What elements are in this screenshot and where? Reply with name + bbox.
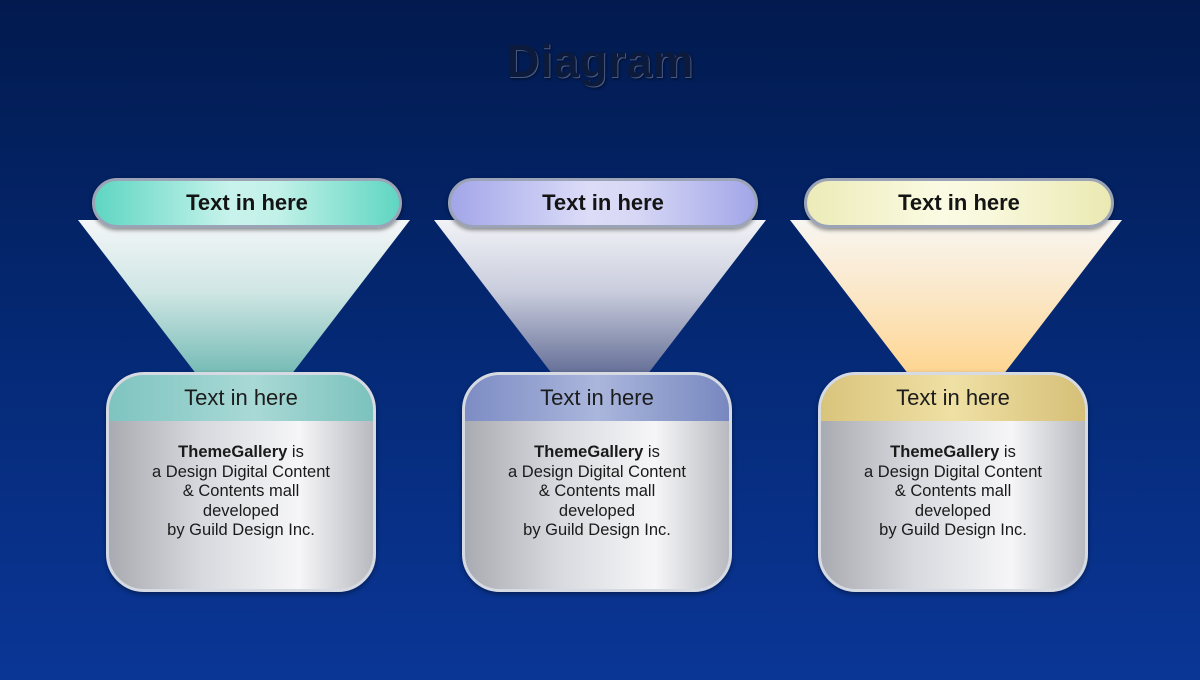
card-brand: ThemeGallery — [178, 443, 288, 461]
funnel-shape — [434, 220, 766, 380]
card-body: ThemeGallery is a Design Digital Content… — [109, 421, 373, 541]
card-title: Text in here — [465, 375, 729, 421]
card-text-line: developed — [914, 501, 992, 520]
card-text-line: by Guild Design Inc. — [879, 521, 1027, 540]
card-text-line: is — [287, 443, 304, 461]
card-text-line: & Contents mall — [182, 482, 300, 501]
card-text-line: is — [999, 443, 1016, 461]
card-text-line: & Contents mall — [894, 482, 1012, 501]
card-title: Text in here — [821, 375, 1085, 421]
funnel-shape — [790, 220, 1122, 380]
diagram-column-1: Text in here Text in here ThemeGallery i… — [78, 178, 418, 598]
card-title: Text in here — [109, 375, 373, 421]
card-text-line: by Guild Design Inc. — [523, 521, 671, 540]
card-text-line: a Design Digital Content — [508, 462, 686, 481]
card-text-line: & Contents mall — [538, 482, 656, 501]
card-text-line: by Guild Design Inc. — [167, 521, 315, 540]
card-text-line: a Design Digital Content — [864, 462, 1042, 481]
top-label-pill: Text in here — [804, 178, 1114, 228]
top-label-pill: Text in here — [92, 178, 402, 228]
card-text-line: developed — [202, 501, 280, 520]
card-body: ThemeGallery is a Design Digital Content… — [465, 421, 729, 541]
card-text-line: developed — [558, 501, 636, 520]
diagram-column-2: Text in here Text in here ThemeGallery i… — [434, 178, 774, 598]
info-card: Text in here ThemeGallery is a Design Di… — [462, 372, 732, 592]
card-brand: ThemeGallery — [890, 443, 1000, 461]
top-label-pill: Text in here — [448, 178, 758, 228]
funnel-shape — [78, 220, 410, 380]
page-title: Diagram — [506, 35, 694, 87]
card-text-line: a Design Digital Content — [152, 462, 330, 481]
info-card: Text in here ThemeGallery is a Design Di… — [818, 372, 1088, 592]
card-brand: ThemeGallery — [534, 443, 644, 461]
diagram-column-3: Text in here Text in here ThemeGallery i… — [790, 178, 1130, 598]
card-body: ThemeGallery is a Design Digital Content… — [821, 421, 1085, 541]
card-text-line: is — [643, 443, 660, 461]
info-card: Text in here ThemeGallery is a Design Di… — [106, 372, 376, 592]
